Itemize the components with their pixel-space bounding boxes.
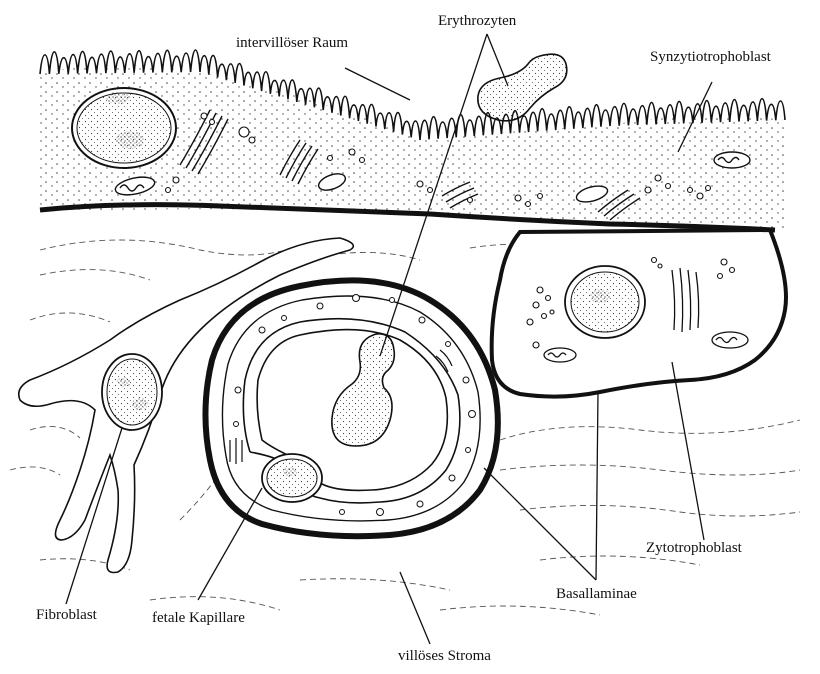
label-fetal-capillary: fetale Kapillare	[152, 610, 245, 626]
label-cytotrophoblast: Zytotrophoblast	[646, 540, 743, 556]
endothelial-nucleus	[262, 454, 322, 502]
label-intervillous-space: intervillöser Raum	[236, 35, 348, 51]
pointer-basallaminae-1	[596, 392, 598, 580]
fibroblast-nucleus	[102, 354, 162, 430]
erythrocyte-intervillous	[478, 54, 567, 121]
label-erythrocytes: Erythrozyten	[438, 13, 517, 29]
pointer-villous-stroma	[400, 572, 430, 644]
label-villous-stroma: villöses Stroma	[398, 648, 491, 664]
fetal-capillary	[205, 280, 497, 536]
cytotrophoblast-cell	[492, 230, 786, 397]
label-syncytiotrophoblast: Synzytiotrophoblast	[650, 49, 772, 65]
pointer-intervillous	[345, 68, 410, 100]
syncytium-nucleus	[72, 88, 176, 168]
label-basal-laminae: Basallaminae	[556, 586, 637, 602]
pointer-cytotrophoblast	[672, 362, 704, 540]
syncytiotrophoblast-layer	[40, 50, 785, 230]
pointer-basallaminae-2	[484, 468, 596, 580]
cytotrophoblast-nucleus	[565, 266, 645, 338]
label-fibroblast: Fibroblast	[36, 607, 98, 623]
